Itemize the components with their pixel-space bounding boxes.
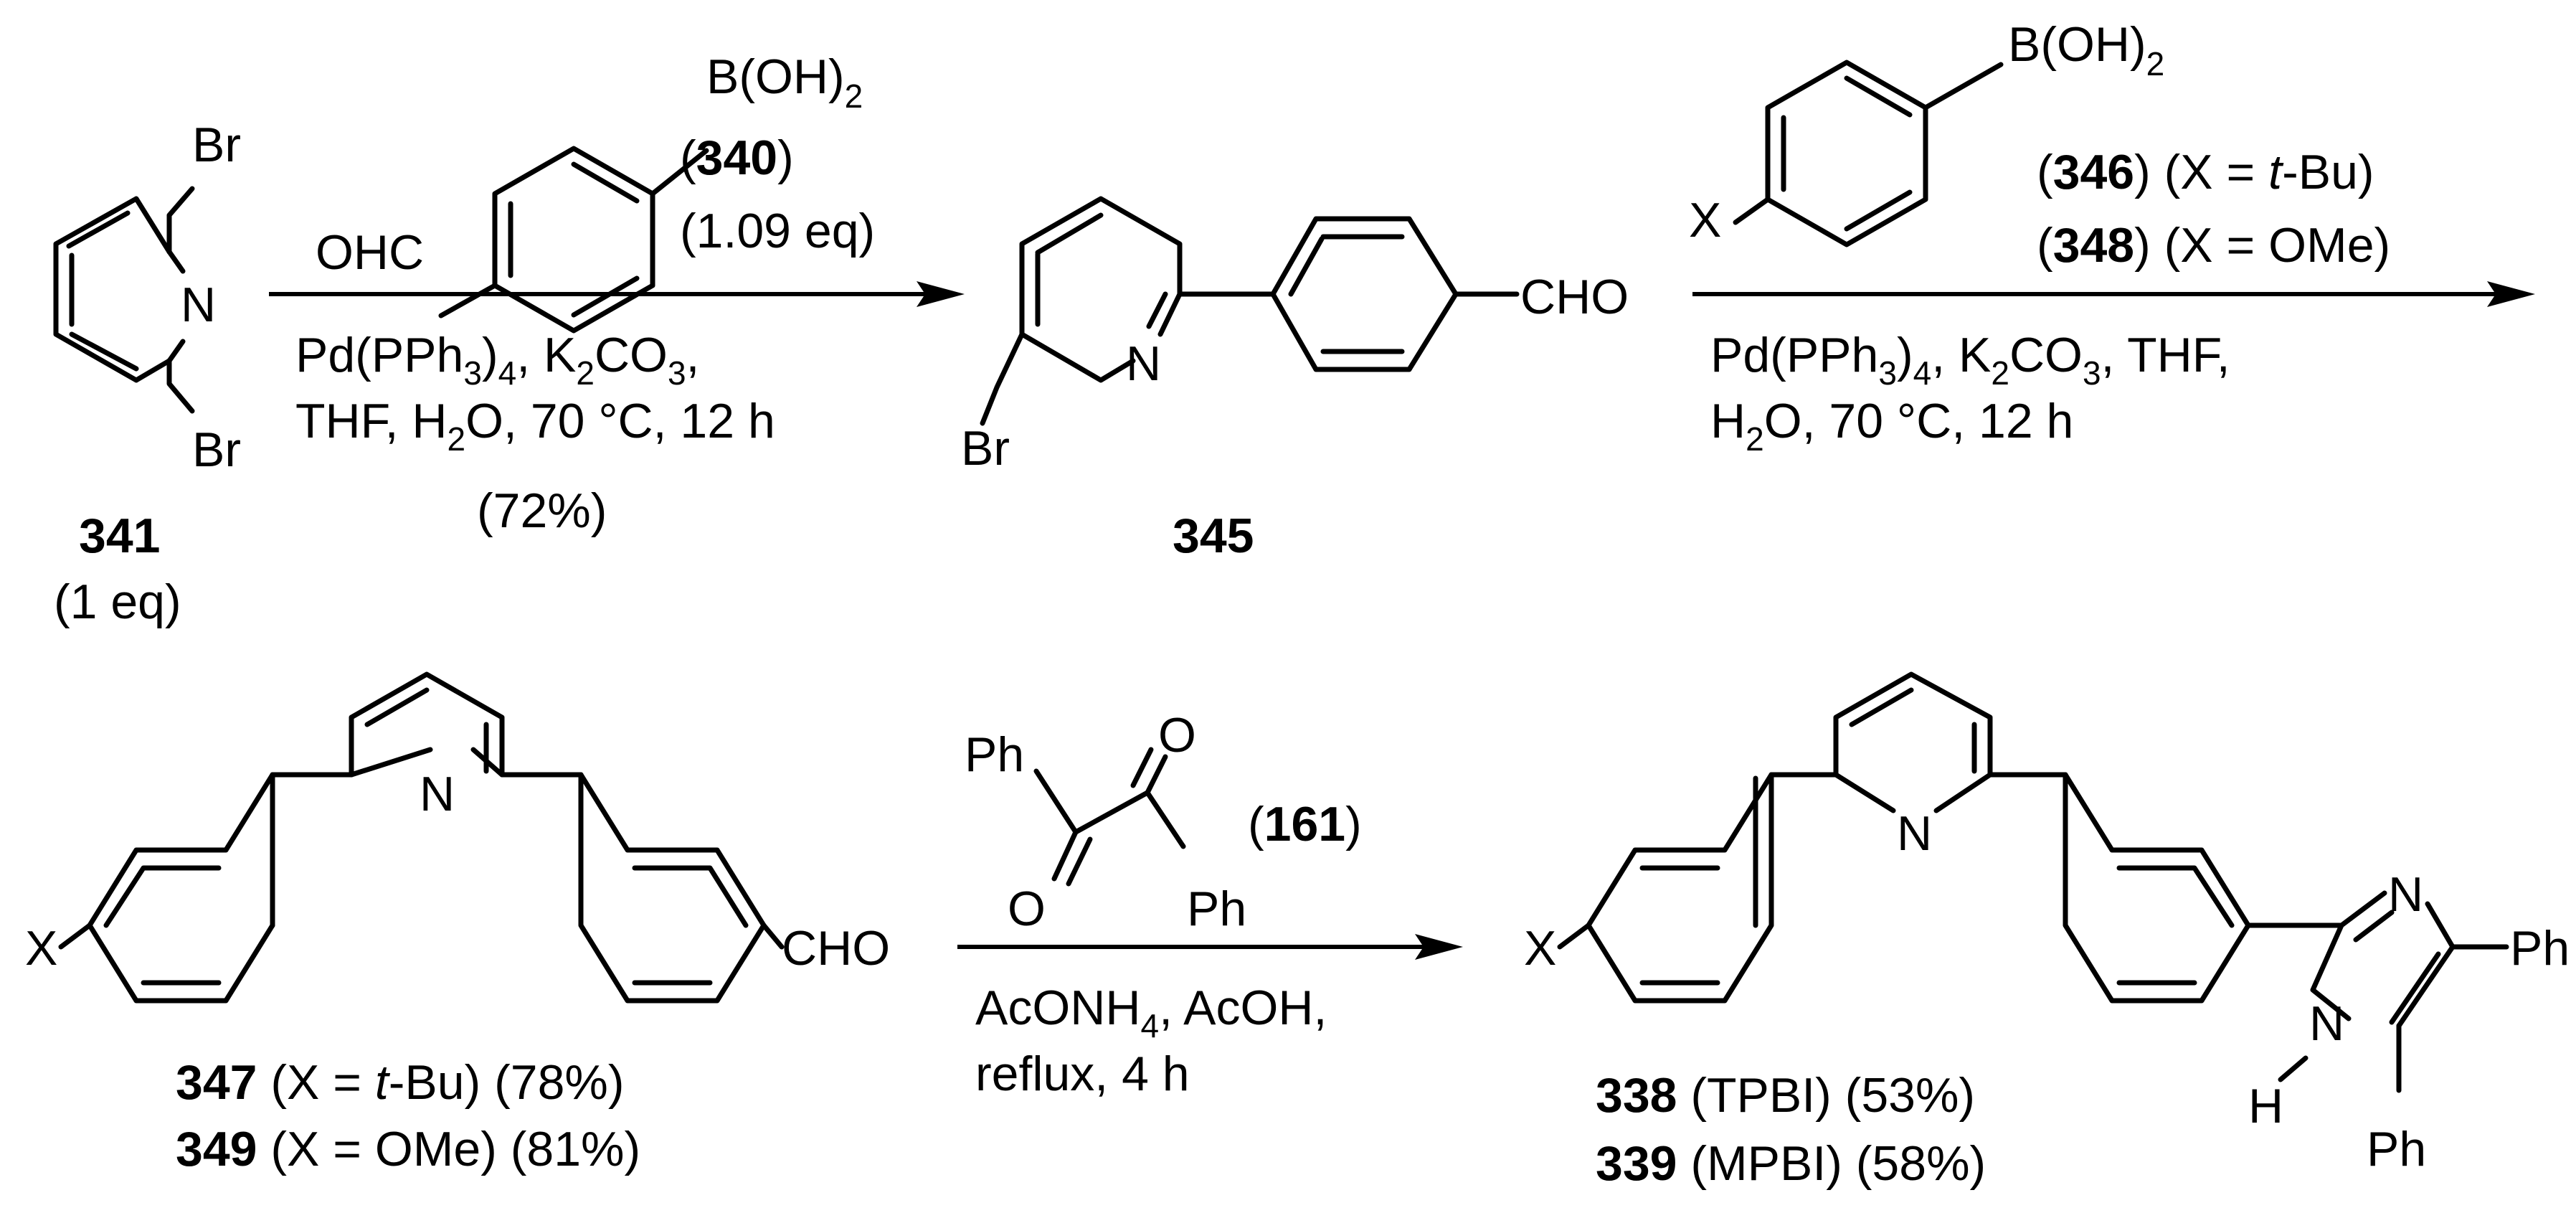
reagent-340-structure: B(OH)2 OHC [316,49,863,334]
atom-br-345: Br [961,421,1010,476]
compound-347-label: 347 (X = t-Bu) (78%) [176,1055,625,1110]
atom-h-imidazole: H [2248,1079,2283,1133]
reagent-348-label: (348) (X = OMe) [2037,218,2390,273]
compound-345-label: 345 [1173,509,1254,563]
step2-conditions-line2: H2O, 70 °C, 12 h [1710,394,2073,458]
atom-br-top: Br [192,118,241,172]
compound-338-339-structure: N X N N H Ph Ph [1524,671,2570,1176]
reagent-340-label: (340) [680,131,794,185]
step3-conditions-line2: reflux, 4 h [975,1047,1190,1101]
reagent-346-label: (346) (X = t-Bu) [2037,145,2374,199]
atom-o-161-bottom: O [1008,882,1046,936]
atom-n: N [181,278,216,332]
compound-347-349-structure: N X CHO [25,671,890,1004]
step3-conditions-line1: AcONH4, AcOH, [975,981,1327,1044]
atom-n-338: N [1897,806,1932,861]
atom-ph-338-bottom: Ph [2367,1122,2426,1176]
compound-349-label: 349 (X = OMe) (81%) [176,1122,640,1176]
step1-yield: (72%) [477,483,607,538]
atom-x-346: X [1689,193,1721,247]
step1-conditions-line2: THF, H2O, 70 °C, 12 h [295,394,775,458]
atom-b-oh-346: B(OH)2 [2008,17,2164,82]
reaction-arrow-1 [269,281,965,307]
atom-cho-347: CHO [782,921,890,976]
compound-341-label: 341 [79,509,160,563]
compound-339-label: 339 (MPBI) (58%) [1596,1136,1986,1191]
atom-b-oh-340: B(OH)2 [706,49,863,115]
reagent-340-equiv: (1.09 eq) [680,204,875,258]
atom-nh-imidazole: N [2309,996,2344,1051]
atom-ph-161-bottom: Ph [1187,882,1246,936]
reaction-arrow-2 [1692,281,2535,307]
atom-ohc-340: OHC [316,225,424,280]
step1-conditions-line1: Pd(PPh3)4, K2CO3, [295,328,699,392]
atom-n-imidazole: N [2388,867,2423,922]
compound-341-amount: (1 eq) [54,575,181,629]
atom-n-345: N [1126,336,1161,391]
atom-x-338: X [1524,921,1556,976]
atom-ph-338-right: Ph [2510,921,2570,976]
atom-x-347: X [25,921,57,976]
compound-338-label: 338 (TPBI) (53%) [1596,1068,1975,1123]
compound-341-structure: Br N Br [53,118,241,477]
atom-n-347: N [420,767,455,821]
atom-cho-345: CHO [1520,270,1629,324]
compound-345-structure: N Br CHO [961,196,1629,476]
reagent-161-structure: Ph O O Ph [965,708,1246,936]
reagent-346-348-structure: B(OH)2 X [1689,17,2164,247]
atom-o-161-top: O [1158,708,1196,763]
reaction-arrow-3 [957,934,1463,960]
atom-ph-161-top: Ph [965,727,1024,782]
step2-conditions-line1: Pd(PPh3)4, K2CO3, THF, [1710,328,2230,392]
reagent-161-label: (161) [1248,797,1362,851]
atom-br-bottom: Br [192,423,241,477]
